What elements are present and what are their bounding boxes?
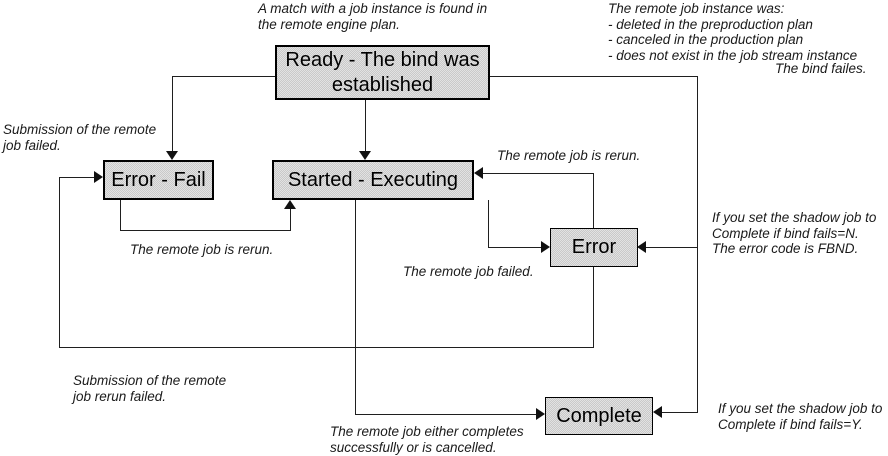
- node-started-executing: Started - Executing: [272, 160, 474, 200]
- edge-error-errorfail-h1: [59, 347, 594, 348]
- edge-started-error-v: [488, 200, 489, 248]
- arrowhead-into-error-right: [637, 241, 646, 253]
- node-error-fail-label: Error - Fail: [111, 168, 206, 191]
- edge-error-errorfail-v2: [59, 177, 60, 348]
- edge-errorfail-started-v2: [290, 209, 291, 231]
- annotation-job-failed: The remote job failed.: [403, 264, 534, 279]
- edge-error-errorfail-h2: [59, 177, 94, 178]
- node-started-executing-label: Started - Executing: [287, 168, 459, 191]
- edge-errorfail-started-h: [120, 230, 291, 231]
- arrowhead-into-error-left: [541, 241, 550, 253]
- edge-rail-error-h: [646, 247, 697, 248]
- edge-rail-complete-h: [662, 412, 697, 413]
- edge-started-error-h: [488, 247, 541, 248]
- edge-errorfail-started-v1: [120, 200, 121, 231]
- node-ready: Ready - The bind was established: [275, 45, 490, 100]
- edge-started-complete-h: [355, 414, 536, 415]
- annotation-job-completes: The remote job either completes successf…: [330, 424, 524, 455]
- edge-error-errorfail-v1: [593, 267, 594, 348]
- node-complete-label: Complete: [556, 404, 642, 427]
- node-complete: Complete: [545, 397, 653, 435]
- arrowhead-into-errorfail-left: [94, 171, 103, 183]
- node-error-fail: Error - Fail: [103, 160, 214, 200]
- annotation-rerun-submission-failed: Submission of the remote job rerun faile…: [73, 373, 227, 404]
- annotation-submission-failed: Submission of the remote job failed.: [3, 122, 157, 153]
- annotation-bind-fails-n: If you set the shadow job to Complete if…: [712, 210, 877, 256]
- edge-ready-started-v: [365, 100, 366, 152]
- edge-ready-errorfail-h: [172, 76, 275, 77]
- edge-started-complete-v: [355, 200, 356, 415]
- edge-ready-errorfail-v: [172, 76, 173, 152]
- edge-ready-rail-h: [490, 76, 697, 77]
- annotation-match-found: A match with a job instance is found in …: [258, 1, 488, 32]
- arrowhead-into-started-top: [359, 151, 371, 160]
- node-error-label: Error: [571, 236, 617, 258]
- arrowhead-into-complete-right: [653, 406, 662, 418]
- arrowhead-into-errorfail-top: [166, 151, 178, 160]
- annotation-bind-fails-y: If you set the shadow job to Complete if…: [718, 401, 883, 432]
- node-ready-label: Ready - The bind was established: [285, 48, 480, 96]
- annotation-remote-instance-was: The remote job instance was: - deleted i…: [608, 1, 858, 63]
- arrowhead-into-started-right: [474, 167, 483, 179]
- arrowhead-into-started-bottom: [284, 200, 296, 209]
- node-error: Error: [550, 228, 638, 267]
- edge-error-started-v: [593, 173, 594, 228]
- annotation-rerun-right: The remote job is rerun.: [497, 148, 641, 163]
- annotation-bind-fails: The bind failes.: [775, 61, 867, 76]
- annotation-rerun-left: The remote job is rerun.: [130, 242, 274, 257]
- edge-rail-v: [697, 76, 698, 413]
- arrowhead-into-complete-left: [536, 408, 545, 420]
- edge-error-started-h: [483, 173, 593, 174]
